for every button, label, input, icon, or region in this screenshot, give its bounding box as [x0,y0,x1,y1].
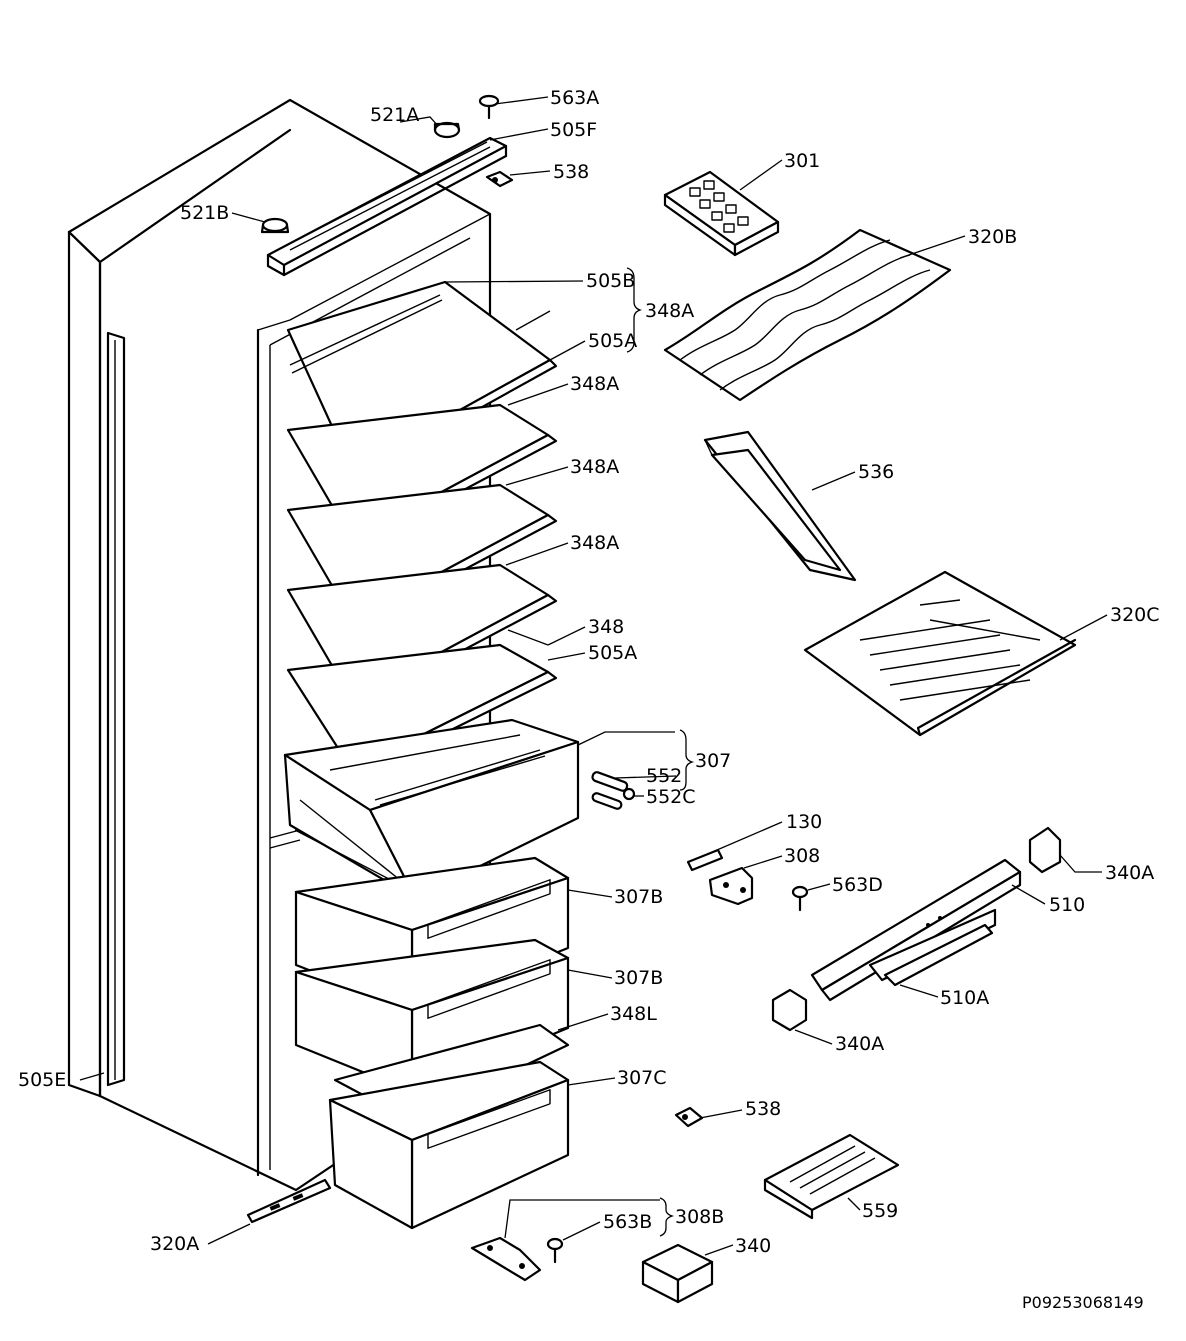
end-cap-340a-right [1028,826,1062,874]
label-340a-1: 340A [1105,862,1154,884]
label-536: 536 [858,461,894,483]
hinge-cover-521b [260,217,290,234]
label-340a-2: 340A [835,1033,884,1055]
label-505a-2: 505A [588,642,637,664]
label-505e: 505E [18,1069,66,1091]
label-563d: 563D [832,874,883,896]
label-538-top: 538 [553,161,589,183]
label-308b: 308B [675,1206,724,1228]
screw-563b [546,1237,564,1264]
leader-lines [79,96,1108,1256]
label-308: 308 [784,845,820,867]
hinge-cover-521a [433,121,461,139]
screw-563d [791,885,809,912]
freezer-shelf-320c [803,570,1077,737]
label-130: 130 [786,811,822,833]
label-505a-1: 505A [588,330,637,352]
bottle-rack-320b [663,228,952,402]
light-cover-130 [686,848,724,872]
label-307: 307 [695,750,731,772]
label-320c: 320C [1110,604,1160,626]
bottle-holder-536 [703,430,857,582]
drawer-slide-552 [591,771,636,810]
brace-348a [626,267,643,353]
label-340: 340 [735,1235,771,1257]
brace-307 [679,729,695,791]
label-348a-3: 348A [570,532,619,554]
bracket-538-top [485,170,514,188]
hinge-308 [708,866,754,906]
label-559: 559 [862,1200,898,1222]
label-505f: 505F [550,119,597,141]
hinge-308b [470,1236,542,1282]
label-307b-2: 307B [614,967,663,989]
label-552c: 552C [646,786,696,808]
crisper-drawer-307 [283,718,580,900]
end-cap-340a-left [771,988,808,1032]
label-521b: 521B [180,202,229,224]
label-320b: 320B [968,226,1017,248]
label-348: 348 [588,616,624,638]
label-348a-2: 348A [570,456,619,478]
label-348a-1: 348A [570,373,619,395]
brace-308b [659,1197,675,1237]
label-348l: 348L [610,1003,657,1025]
drawer-307c [328,1060,570,1230]
ice-tray-559 [763,1133,900,1220]
bracket-538-bottom [674,1106,704,1128]
control-panel-510 [810,858,1022,1002]
label-563b: 563B [603,1211,652,1233]
label-552: 552 [646,765,682,787]
label-521a: 521A [370,104,419,126]
label-307c: 307C [617,1067,667,1089]
label-348a-group: 348A [645,300,694,322]
label-320a: 320A [150,1233,199,1255]
label-563a: 563A [550,87,599,109]
label-510: 510 [1049,894,1085,916]
foot-rail-320a [246,1178,332,1224]
label-307b-1: 307B [614,886,663,908]
label-510a: 510A [940,987,989,1009]
filter-block-340 [641,1243,714,1304]
label-538-bottom: 538 [745,1098,781,1120]
screw-563a [478,94,500,120]
ice-cube-tray-301 [663,170,780,257]
control-cover-510a [883,923,994,987]
door-seal-505e [106,331,126,1087]
part-labels: 563A 521A 505F 538 521B 301 320B 505B 34… [18,87,1160,1312]
top-rail-505f [266,136,508,277]
drawing-code: P09253068149 [1022,1293,1144,1312]
label-301: 301 [784,150,820,172]
label-505b: 505B [586,270,635,292]
